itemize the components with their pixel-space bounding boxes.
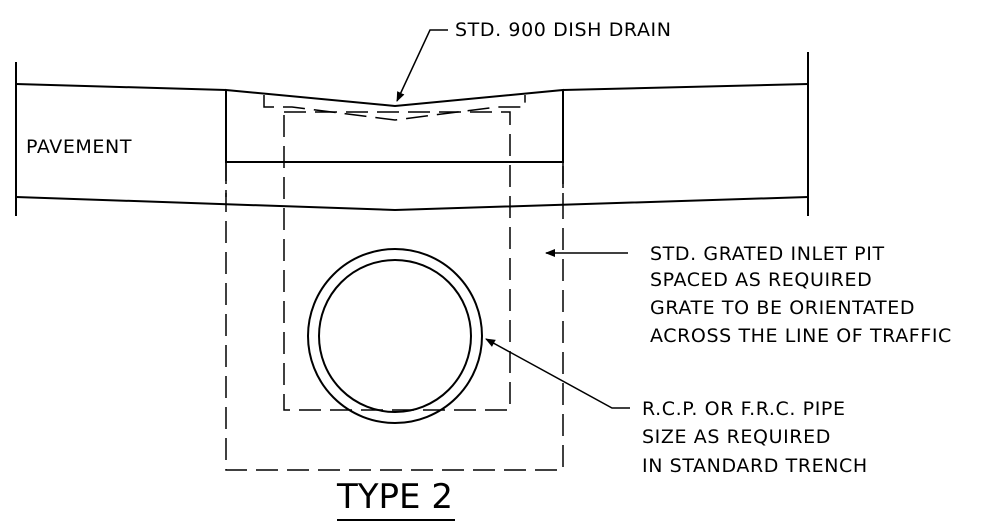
dish-drain-hidden-profile	[263, 95, 526, 121]
pipe-label-line-1: R.C.P. OR F.R.C. PIPE	[642, 398, 846, 420]
dish-drain-leader	[396, 29, 448, 102]
inlet-pit-inner-outline	[283, 111, 511, 411]
pavement-label: PAVEMENT	[26, 136, 132, 158]
inlet-pit-label-line-4: ACROSS THE LINE OF TRAFFIC	[650, 325, 952, 347]
dish-drain-outline	[225, 88, 564, 163]
pavement-top-edge-left	[15, 83, 227, 91]
inlet-pit-label-line-2: SPACED AS REQUIRED	[650, 269, 872, 291]
inlet-pit-label-line-3: GRATE TO BE ORIENTATED	[650, 297, 915, 319]
pipe-inner-circle	[318, 259, 472, 413]
pipe-label-line-3: IN STANDARD TRENCH	[642, 455, 868, 477]
dish-drain-label: STD. 900 DISH DRAIN	[455, 19, 672, 41]
inlet-pit-label-line-1: STD. GRATED INLET PIT	[650, 243, 885, 265]
pavement-bottom-edge	[15, 196, 809, 212]
diagram-title: TYPE 2	[336, 477, 453, 517]
pipe-leader	[485, 338, 630, 409]
pavement-top-edge-right	[562, 83, 809, 91]
pipe-label-line-2: SIZE AS REQUIRED	[642, 426, 831, 448]
inlet-pit-outer-outline	[225, 161, 564, 471]
pipe-outer-circle	[307, 248, 483, 424]
